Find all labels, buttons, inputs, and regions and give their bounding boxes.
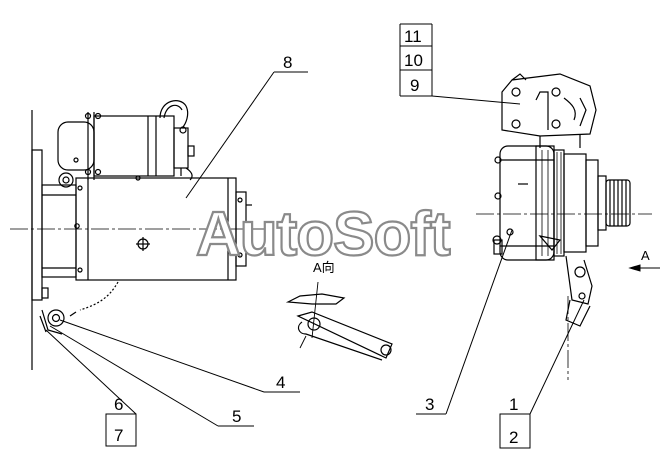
- starter-motor-assembly: [31, 100, 252, 370]
- callout-6: 6: [114, 395, 123, 414]
- tension-bracket: [565, 255, 593, 305]
- alternator-bracket: [501, 73, 597, 137]
- callout-9: 9: [410, 76, 419, 95]
- view-arrow-label: A: [641, 248, 650, 263]
- callout-1: 1: [509, 395, 518, 414]
- watermark-text: AutoSoft: [196, 200, 450, 269]
- center-lines: [10, 213, 652, 380]
- callout-8: 8: [283, 53, 292, 72]
- terminal-wire: [159, 100, 189, 129]
- cable-terminal: [47, 309, 65, 327]
- callout-5: 5: [232, 407, 241, 426]
- callout-11: 11: [404, 27, 422, 46]
- callout-4: 4: [276, 373, 285, 392]
- callout-boxes: [105, 23, 531, 449]
- view-a-arrow: [628, 264, 660, 272]
- callout-2: 2: [509, 428, 518, 447]
- view-title: A向: [313, 260, 335, 275]
- callout-10: 10: [404, 51, 423, 70]
- callout-3: 3: [425, 395, 434, 414]
- mounting-bolt: [58, 172, 74, 188]
- a-view-detail: [285, 281, 393, 361]
- alternator-assembly: [492, 73, 631, 327]
- bracket-plate: [285, 293, 346, 305]
- callout-7: 7: [114, 426, 123, 445]
- lever-arm: [296, 311, 393, 359]
